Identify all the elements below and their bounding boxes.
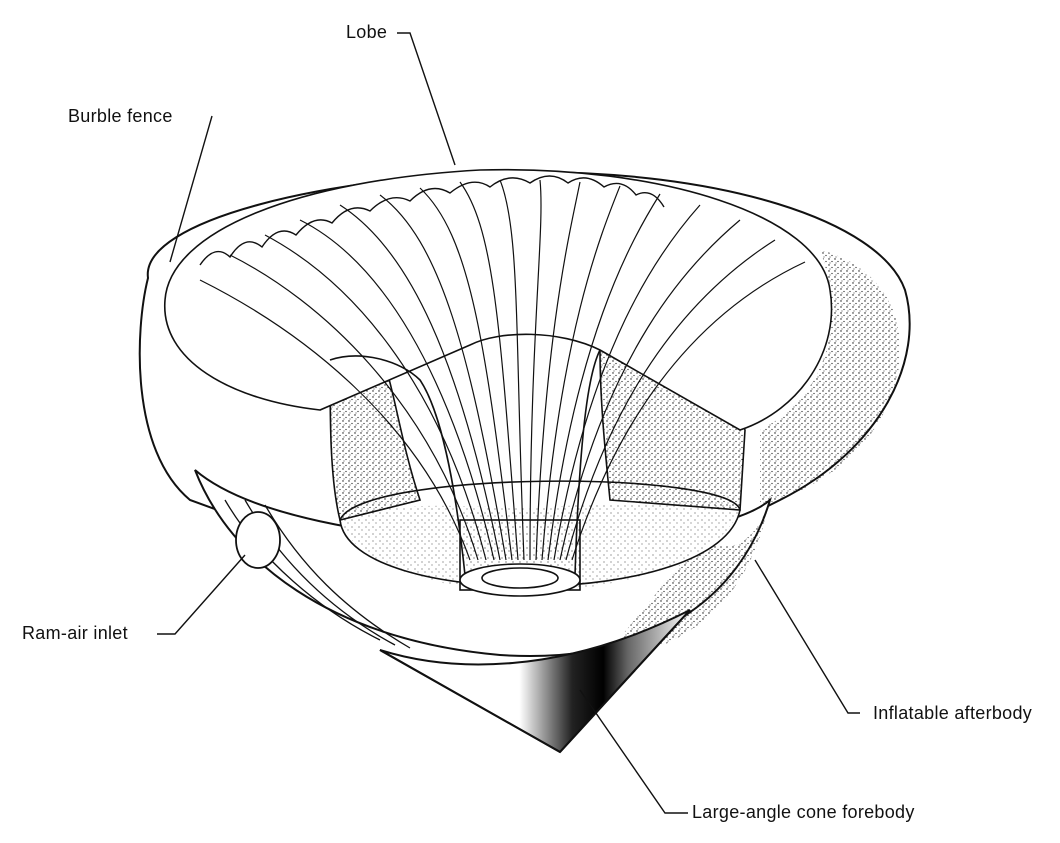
ram-air-inlet-leader [157,554,246,635]
inflatable-afterbody-label: Inflatable afterbody [873,703,1033,723]
cone-forebody-leader [579,689,688,814]
burble-fence-label: Burble fence [68,106,173,126]
leader-lines [157,32,860,814]
central-tube [459,519,581,597]
afterbody-leader [754,559,860,714]
cone-forebody-label: Large-angle cone forebody [692,802,915,822]
cone-forebody [379,609,691,754]
ram-air-inlet-label: Ram-air inlet [22,623,128,643]
lobed-canopy [164,168,833,576]
burble-fence-leader [169,115,213,263]
lobe-leader [397,32,456,166]
lobe-label: Lobe [346,22,388,42]
